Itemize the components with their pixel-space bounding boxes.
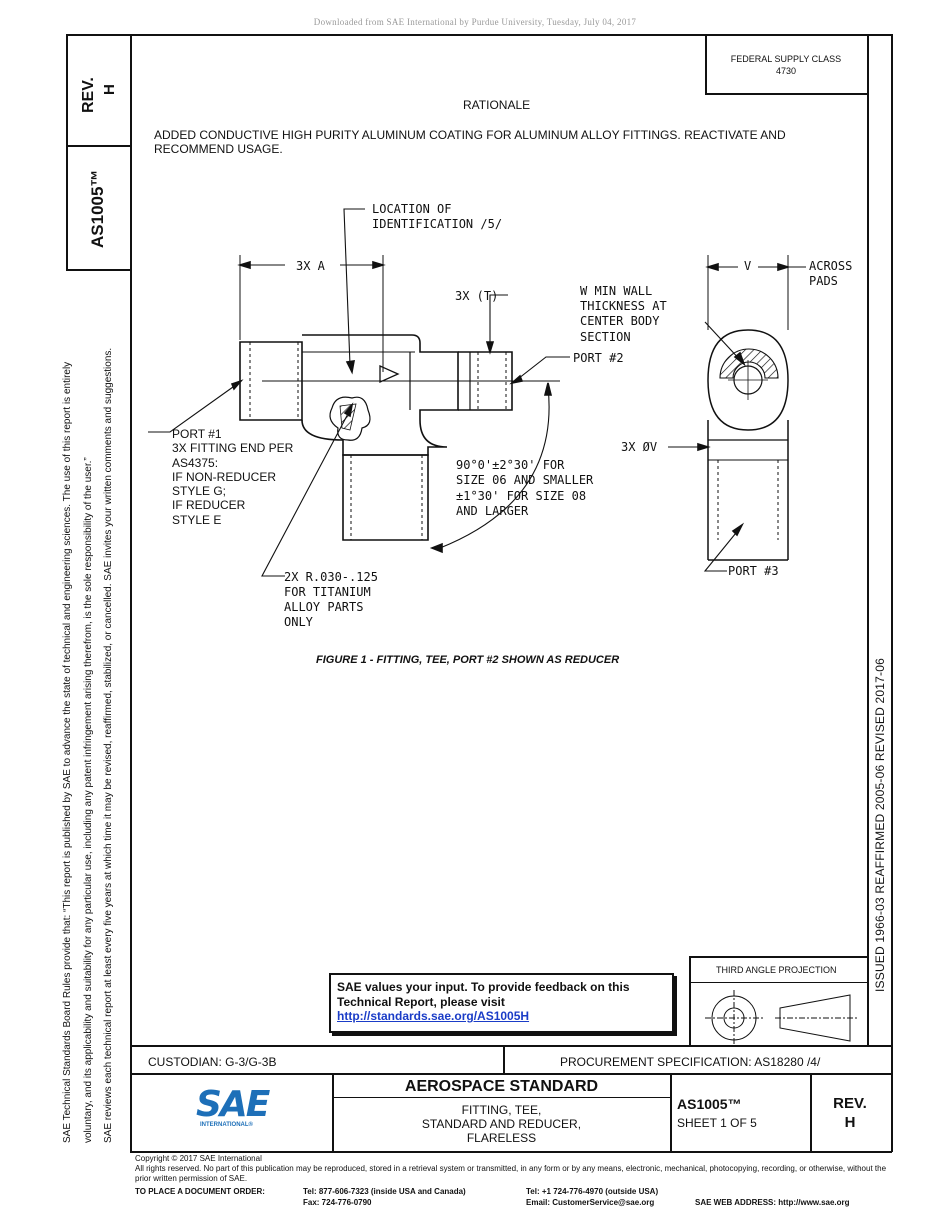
- port1-line: PORT #1: [172, 427, 222, 441]
- label-angle-4: AND LARGER: [456, 504, 529, 518]
- sheet-number: SHEET 1 OF 5: [677, 1116, 757, 1130]
- order-label: TO PLACE A DOCUMENT ORDER:: [135, 1187, 265, 1196]
- web-address[interactable]: SAE WEB ADDRESS: http://www.sae.org: [695, 1198, 850, 1207]
- label-angle-3: ±1°30' FOR SIZE 08: [456, 489, 587, 503]
- label-phi-v: 3X ØV: [621, 440, 658, 454]
- rev-divider: [66, 145, 131, 147]
- frame-left: [66, 34, 68, 270]
- tee-body: [301, 334, 459, 456]
- tb-div-rev: [810, 1073, 812, 1152]
- tb-div-title: [670, 1073, 672, 1152]
- proj-box-mid: [689, 982, 868, 983]
- rationale-text: ADDED CONDUCTIVE HIGH PURITY ALUMINUM CO…: [154, 128, 786, 156]
- title-rev: REV. H: [810, 1094, 890, 1132]
- label-across-1: ACROSS: [809, 259, 853, 273]
- figure-caption: FIGURE 1 - FITTING, TEE, PORT #2 SHOWN A…: [316, 654, 620, 666]
- tb-top: [130, 1045, 892, 1047]
- port1-line: IF NON-REDUCER: [172, 469, 276, 484]
- frame-bottom: [130, 1151, 892, 1153]
- tb-row2: [130, 1073, 892, 1075]
- rights-notice: All rights reserved. No part of this pub…: [135, 1164, 887, 1183]
- label-port1: PORT #1 3X FITTING END PER AS4375: IF NO…: [172, 427, 293, 527]
- fsc-label: FEDERAL SUPPLY CLASS: [730, 54, 842, 64]
- frame-top: [66, 34, 892, 36]
- projection-label: THIRD ANGLE PROJECTION: [716, 965, 837, 975]
- label-radius-1: 2X R.030-.125: [284, 570, 378, 584]
- copyright-block: Copyright © 2017 SAE International All r…: [135, 1154, 895, 1184]
- frame-left-col: [130, 34, 132, 1152]
- sae-logo: SAE INTERNATIONAL®: [196, 1085, 276, 1135]
- proj-box-top: [689, 956, 868, 958]
- label-port3: PORT #3: [728, 564, 779, 578]
- federal-supply-class: FEDERAL SUPPLY CLASS 4730: [706, 53, 866, 77]
- issue-dates: ISSUED 1966-03 REAFFIRMED 2005-06 REVISE…: [873, 658, 887, 992]
- sae-logo-sub: INTERNATIONAL®: [200, 1122, 253, 1128]
- subtitle-line: STANDARD AND REDUCER,: [421, 1117, 582, 1131]
- figure-drawing: [148, 208, 806, 577]
- email[interactable]: Email: CustomerService@sae.org: [526, 1198, 655, 1207]
- feedback-link[interactable]: http://standards.sae.org/AS1005H: [337, 1009, 530, 1023]
- label-location-1: LOCATION OF: [372, 202, 452, 216]
- label-across-2: PADS: [809, 274, 838, 288]
- tb-title-underline: [333, 1097, 670, 1098]
- projection-symbol: [705, 990, 857, 1044]
- copyright: Copyright © 2017 SAE International: [135, 1154, 262, 1163]
- feedback-line-2: Technical Report, please visit: [337, 994, 505, 1009]
- rationale-heading: RATIONALE: [463, 98, 531, 112]
- label-port2: PORT #2: [573, 351, 624, 365]
- fax: Fax: 724-776-0790: [303, 1198, 372, 1207]
- frame-right-inner: [867, 34, 869, 1045]
- tb-div-logo: [332, 1073, 334, 1152]
- radius-cutaway: [329, 396, 371, 441]
- port1-line: IF REDUCER: [172, 498, 246, 513]
- label-wall-4: SECTION: [580, 330, 631, 344]
- feedback-box: SAE values your input. To provide feedba…: [329, 973, 674, 1033]
- label-wall-1: W MIN WALL: [580, 284, 653, 298]
- subtitle-line: FLARELESS: [466, 1131, 537, 1145]
- label-radius-4: ONLY: [284, 615, 313, 629]
- label-3x-a: 3X A: [296, 259, 325, 273]
- label-v: V: [744, 259, 752, 273]
- title-doc-number: AS1005™: [677, 1096, 742, 1112]
- frame-right: [891, 34, 893, 1152]
- fsc-value: 4730: [775, 66, 797, 76]
- feedback-line-1: SAE values your input. To provide feedba…: [337, 980, 630, 994]
- tel-intl: Tel: +1 724-776-4970 (outside USA): [526, 1187, 659, 1196]
- label-angle-1: 90°0'±2°30' FOR: [456, 458, 565, 472]
- proj-box-left: [689, 956, 691, 1046]
- tb-div-custodian: [503, 1045, 505, 1074]
- label-wall-2: THICKNESS AT: [580, 299, 667, 313]
- label-location-2: IDENTIFICATION /5/: [372, 217, 503, 231]
- end-view: [707, 329, 789, 561]
- label-3x-t: 3X (T): [455, 289, 499, 303]
- custodian: CUSTODIAN: G-3/G-3B: [148, 1055, 277, 1069]
- label-radius-2: FOR TITANIUM: [284, 585, 371, 599]
- standard-subtitle: FITTING, TEE, STANDARD AND REDUCER, FLAR…: [333, 1103, 670, 1145]
- port1-line: 3X FITTING END PER: [172, 441, 294, 456]
- label-radius-3: ALLOY PARTS: [284, 600, 364, 614]
- port1-line: STYLE G;: [172, 484, 227, 499]
- label-wall-3: CENTER BODY: [580, 314, 660, 328]
- title-rev-label: REV.: [833, 1095, 867, 1112]
- fsc-box-left: [705, 34, 707, 94]
- download-notice: Downloaded from SAE International by Pur…: [313, 17, 637, 27]
- port3-bottom: [342, 454, 429, 541]
- subtitle-line: FITTING, TEE,: [461, 1103, 542, 1117]
- port1-line: STYLE E: [172, 512, 222, 527]
- label-angle-2: SIZE 06 AND SMALLER: [456, 473, 594, 487]
- port1-line: AS4375:: [172, 455, 219, 470]
- standard-type: AEROSPACE STANDARD: [404, 1078, 599, 1095]
- procurement-spec: PROCUREMENT SPECIFICATION: AS18280 /4/: [560, 1055, 821, 1069]
- docnum-divider: [66, 269, 131, 271]
- sae-logo-letters: SAE: [196, 1084, 270, 1125]
- tel-usa: Tel: 877-606-7323 (inside USA and Canada…: [303, 1187, 466, 1196]
- title-rev-value: H: [844, 1114, 856, 1131]
- fsc-box-bottom: [705, 93, 868, 95]
